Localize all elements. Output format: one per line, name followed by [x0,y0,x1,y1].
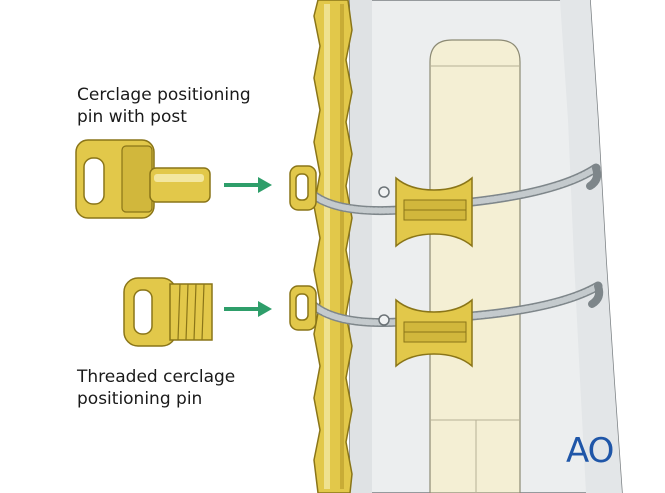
ao-logo: AO [566,431,614,471]
label-pin-with-post-line1: Cerclage positioning [77,85,251,105]
bone-plate [313,0,353,493]
arrow-lower [224,301,272,317]
crimp-clamp-lower [395,298,473,368]
label-pin-with-post: Cerclage positioning pin with post [77,84,251,128]
label-pin-with-post-line2: pin with post [77,107,187,127]
mounted-pin-upper [289,165,317,211]
mounted-pin-lower [289,285,317,331]
threaded-pin-illustration [123,277,213,347]
label-threaded-pin-line2: positioning pin [77,389,203,409]
crimp-clamp-upper [395,176,473,248]
label-threaded-pin: Threaded cerclage positioning pin [77,366,235,410]
medullary-canal [429,39,521,493]
label-threaded-pin-line1: Threaded cerclage [77,367,236,387]
arrow-upper [224,177,272,193]
pin-with-post-illustration [75,139,211,219]
